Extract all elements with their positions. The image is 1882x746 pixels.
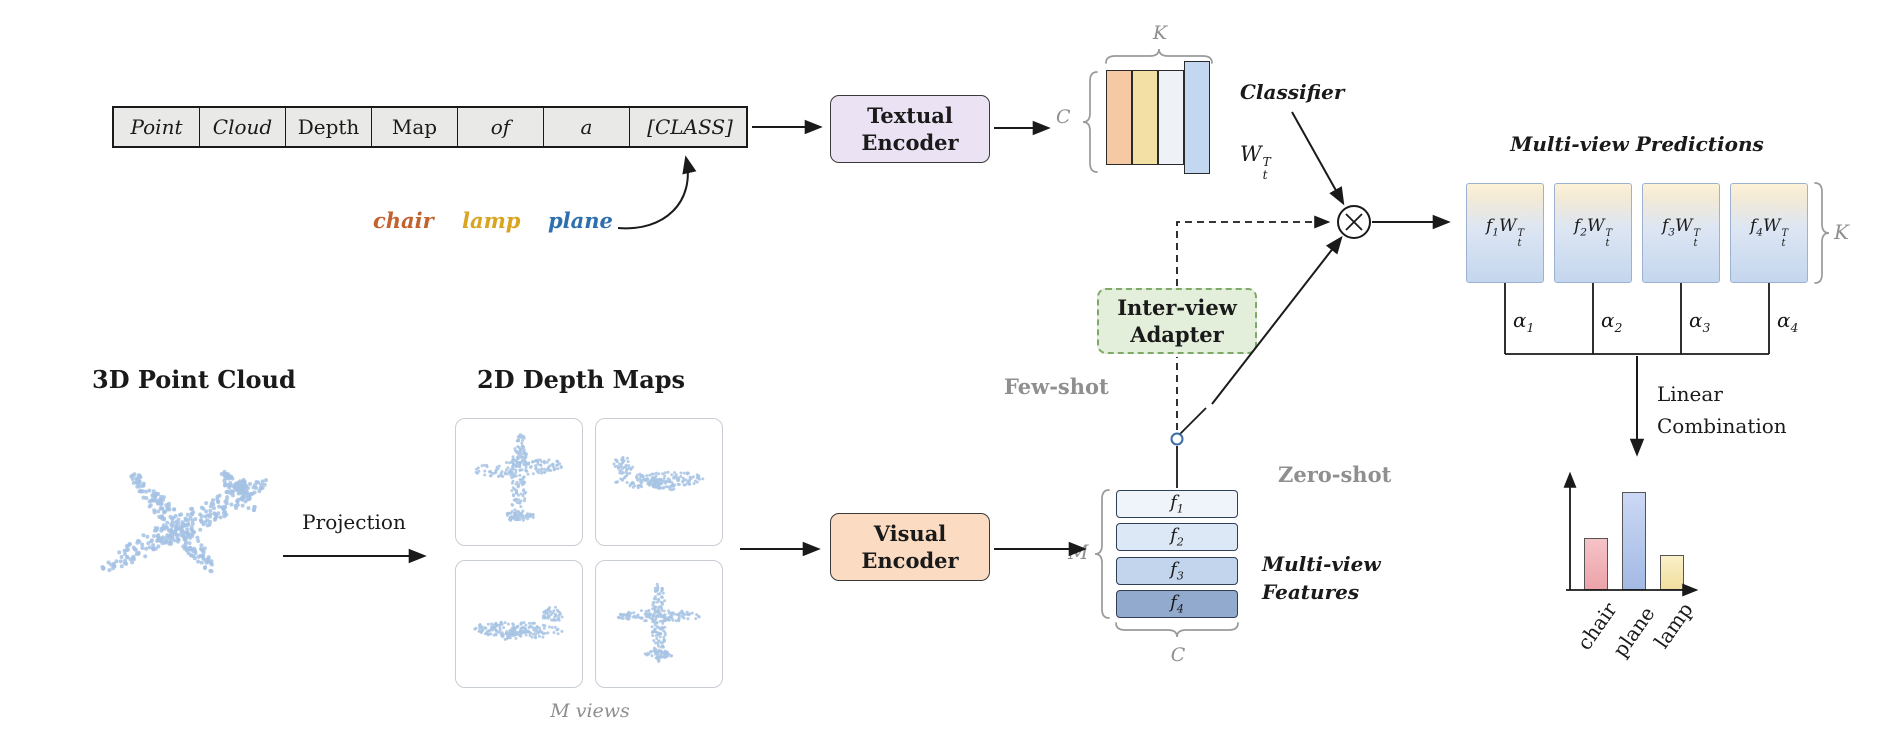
prompt-cell: Depth [286, 108, 372, 146]
weight-base: W [1240, 142, 1262, 166]
prompt-cell: Point [114, 108, 200, 146]
feature-label: f4 [1170, 592, 1184, 616]
prompt-cell: a [544, 108, 630, 146]
depth-map-cell [455, 418, 583, 546]
linear-combination-label: Linear Combination [1657, 382, 1787, 438]
chart-bar-plane [1622, 492, 1646, 590]
chart-bar-chair [1584, 538, 1608, 590]
weight-sup: T [1262, 155, 1271, 170]
classifier-weight-bar [1184, 61, 1210, 174]
arrow-classifier-to-multiply [1291, 111, 1345, 206]
predictions-title: Multi-view Predictions [1510, 132, 1764, 156]
classifier-weight-bar [1158, 70, 1184, 165]
textual-encoder-box: Textual Encoder [830, 95, 990, 163]
prompt-cell: Map [372, 108, 458, 146]
classifier-k-dim-label: K [1152, 22, 1168, 44]
classifier-weight-bar [1106, 70, 1132, 165]
alpha-weight: α1 [1513, 308, 1535, 335]
class-word-chair: chair [373, 208, 434, 233]
depth-map-cell [595, 560, 723, 688]
predictions-k-dim-label: K [1834, 220, 1849, 244]
chart-bar-lamp [1660, 555, 1684, 590]
visual-encoder-box: Visual Encoder [830, 513, 990, 581]
projection-label: Projection [302, 510, 406, 534]
visual-encoder-label: Visual [873, 520, 947, 546]
alpha-bracket-lines [1504, 283, 1770, 355]
brace [1094, 489, 1110, 619]
features-m-dim-label: M [1068, 540, 1089, 564]
depth-map-cell [455, 560, 583, 688]
prompt-cell-class-token: [CLASS] [647, 115, 733, 139]
depthmaps-title: 2D Depth Maps [477, 365, 686, 394]
chart-category-label: lamp [1649, 598, 1698, 653]
feature-label: f1 [1170, 492, 1184, 516]
features-c-dim-label: C [1170, 644, 1186, 666]
few-shot-label: Few-shot [1004, 374, 1109, 399]
point-cloud-figure [100, 469, 268, 574]
alpha-weight: α4 [1777, 308, 1799, 335]
adapter-label: Adapter [1130, 322, 1224, 347]
weight-sub: t [1262, 168, 1268, 183]
class-word-plane: plane [548, 208, 613, 233]
depth-map-cell [595, 418, 723, 546]
feature-bar: f2 [1116, 523, 1238, 551]
visual-encoder-label: Encoder [861, 548, 959, 573]
features-title: Multi-view Features [1262, 552, 1381, 604]
feature-bar: f1 [1116, 490, 1238, 518]
adapter-label: Inter-view [1117, 294, 1237, 320]
feature-label: f3 [1170, 559, 1184, 583]
prompt-table: Point Cloud Depth Map of a [CLASS] [112, 106, 748, 148]
class-word-lamp: lamp [462, 208, 521, 233]
arrow-class-to-prompt [617, 155, 697, 230]
pointcloud-title: 3D Point Cloud [92, 365, 296, 394]
dashed-adapter-to-multiply [1176, 215, 1331, 286]
prompt-cell: of [458, 108, 544, 146]
brace [1082, 71, 1098, 173]
feature-bar: f4 [1116, 590, 1238, 618]
textual-encoder-label: Encoder [861, 130, 959, 155]
classifier-c-dim-label: C [1056, 106, 1071, 128]
brace [1814, 182, 1830, 284]
classifier-label: Classifier [1240, 80, 1345, 104]
classifier-weight-bar [1132, 70, 1158, 165]
zero-shot-label: Zero-shot [1278, 462, 1392, 487]
inter-view-adapter-box: Inter-view Adapter [1097, 288, 1257, 354]
alpha-weight: α3 [1689, 308, 1711, 335]
multiply-operator-circle [1337, 205, 1371, 239]
multiply-operator-cross [1345, 213, 1363, 231]
feature-bar: f3 [1116, 557, 1238, 585]
m-views-caption: M views [550, 700, 630, 722]
switch-node [1170, 432, 1184, 446]
textual-encoder-label: Textual [867, 102, 953, 128]
brace [1115, 622, 1239, 638]
prompt-cell: Cloud [200, 108, 286, 146]
feature-label: f2 [1170, 525, 1184, 549]
alpha-weight: α2 [1601, 308, 1623, 335]
switch-lever [1179, 407, 1207, 435]
